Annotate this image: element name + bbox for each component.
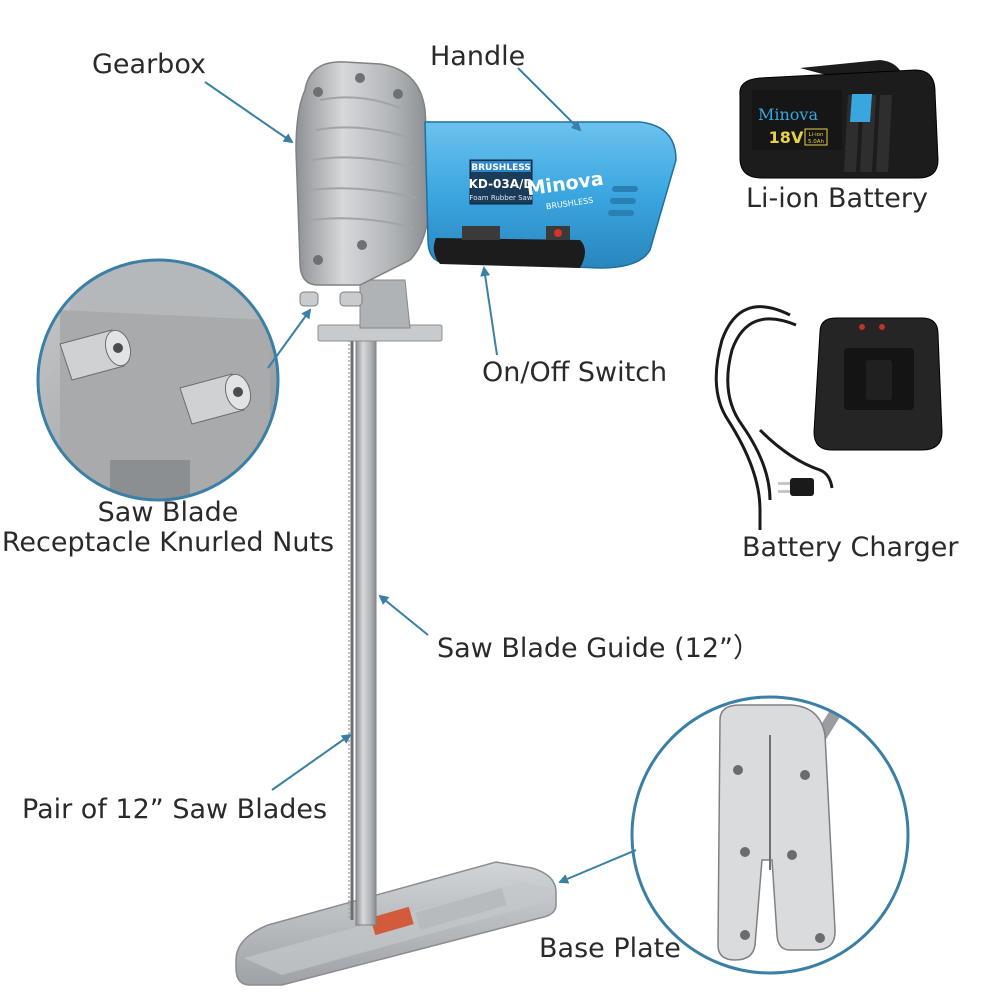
- knurled-nuts-zoom: [36, 258, 280, 502]
- arrow-handle: [517, 67, 582, 132]
- label-knurled-nuts: Saw Blade Receptacle Knurled Nuts: [0, 498, 336, 558]
- arrow-gearbox: [204, 81, 294, 144]
- plug: [790, 478, 814, 496]
- on-off-switch: [433, 226, 585, 268]
- arrow-saw-blades: [271, 733, 352, 791]
- gearbox: [295, 61, 443, 342]
- label-saw-blades: Pair of 12” Saw Blades: [22, 794, 328, 825]
- label-blade-guide: Saw Blade Guide (12”）: [437, 633, 760, 664]
- callout-arrows: [204, 67, 637, 884]
- knurled-nut-left: [59, 329, 132, 381]
- svg-text:BRUSHLESS: BRUSHLESS: [471, 163, 531, 173]
- base-plate-zoom: [630, 695, 910, 975]
- label-knurled-nuts-line1: Saw Blade: [97, 497, 239, 528]
- arrow-knurled-nuts: [267, 308, 312, 369]
- saw-blade-guide: [348, 334, 377, 926]
- svg-text:Foam Rubber Saw: Foam Rubber Saw: [469, 194, 532, 202]
- label-knurled-nuts-line2: Receptacle Knurled Nuts: [1, 527, 335, 558]
- svg-text:KD-03A/D: KD-03A/D: [469, 177, 534, 191]
- arrow-switch: [480, 266, 498, 356]
- label-base-plate: Base Plate: [539, 933, 681, 964]
- warning-sticker: [370, 906, 414, 936]
- arrow-blade-guide: [378, 594, 429, 636]
- label-on-off-switch: On/Off Switch: [482, 357, 668, 388]
- arrow-base-plate: [558, 849, 637, 884]
- svg-text:Minova: Minova: [758, 105, 818, 124]
- svg-text:18V: 18V: [769, 128, 804, 147]
- battery-charger: [714, 305, 943, 530]
- battery: Minova 18V Li-ion 5.0Ah: [739, 60, 939, 179]
- label-handle: Handle: [430, 41, 526, 72]
- knurled-nut-right: [179, 373, 252, 425]
- label-gearbox: Gearbox: [92, 49, 206, 80]
- label-battery: Li-ion Battery: [746, 183, 928, 214]
- label-charger: Battery Charger: [742, 532, 959, 563]
- svg-text:Li-ion: Li-ion: [809, 132, 824, 138]
- base-plate: [235, 861, 557, 986]
- svg-text:5.0Ah: 5.0Ah: [808, 139, 825, 145]
